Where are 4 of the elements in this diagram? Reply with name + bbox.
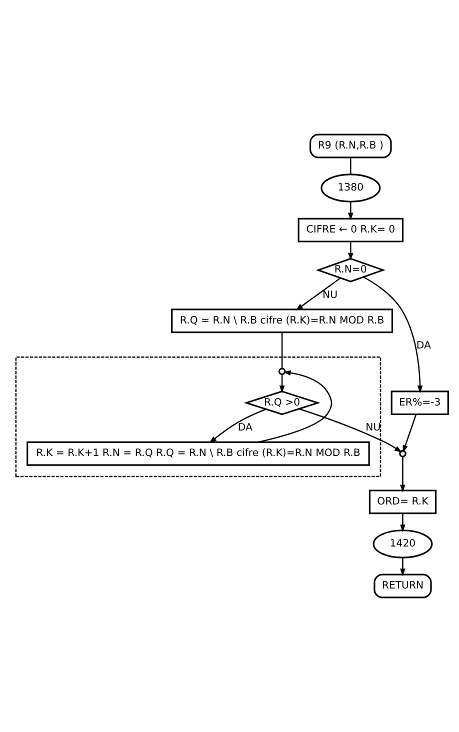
- edge-label: NU: [366, 422, 381, 434]
- edge-label: NU: [322, 290, 338, 301]
- edge-label: DA: [416, 340, 431, 352]
- edge-label: DA: [238, 422, 253, 434]
